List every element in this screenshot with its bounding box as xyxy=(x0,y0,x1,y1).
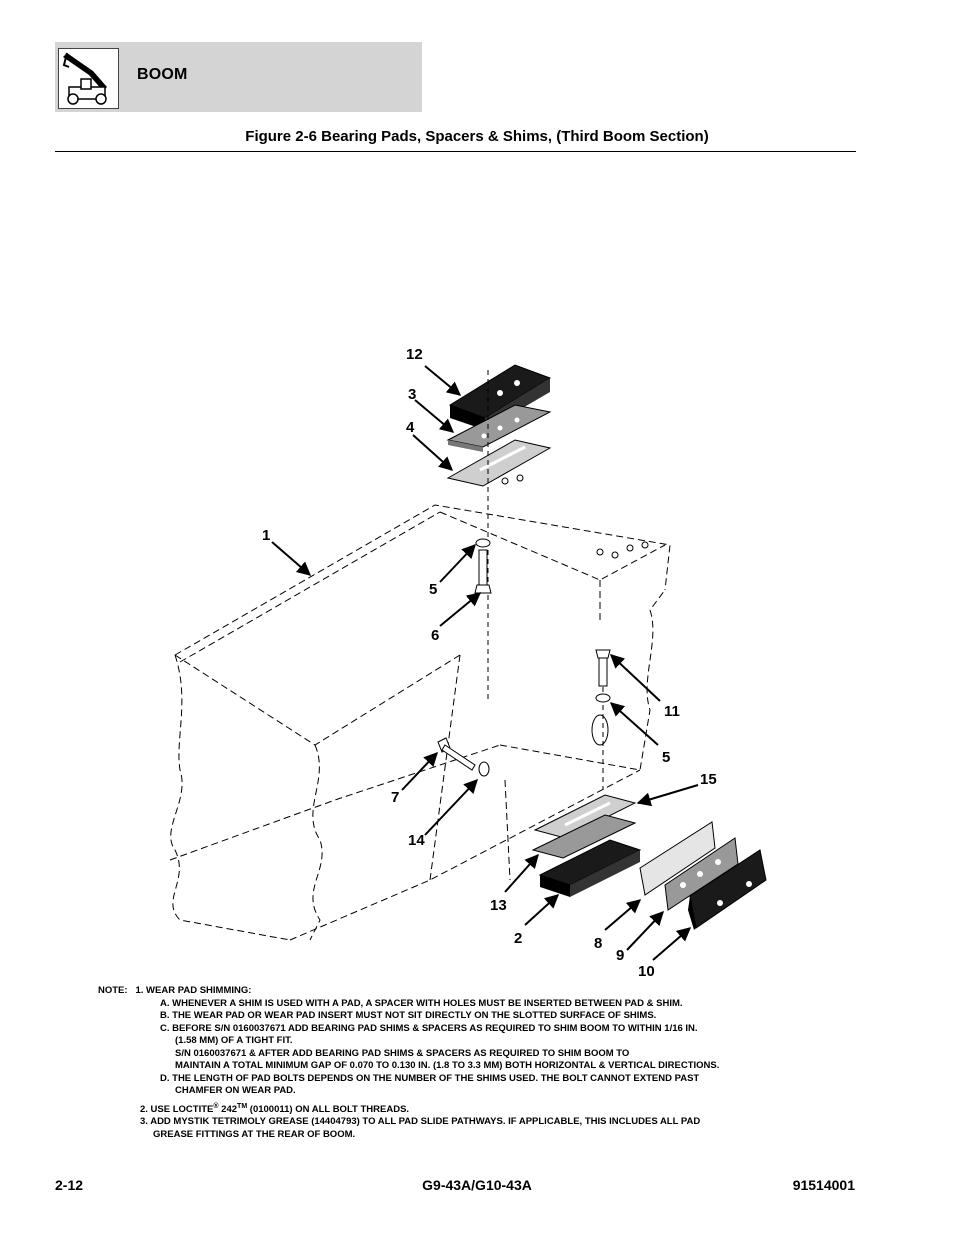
callout-5b: 5 xyxy=(662,749,670,766)
telehandler-icon xyxy=(58,48,119,109)
bolt-top xyxy=(474,538,492,594)
note-label: NOTE: xyxy=(98,985,128,996)
notes-block: NOTE: 1. WEAR PAD SHIMMING: A. WHENEVER … xyxy=(98,985,719,1141)
wear-pad-bottom xyxy=(538,839,642,897)
shim-bottom xyxy=(533,794,637,839)
note-1b: B. THE WEAR PAD OR WEAR PAD INSERT MUST … xyxy=(160,1010,657,1021)
spacer-top xyxy=(446,404,552,452)
callout-3: 3 xyxy=(408,386,416,403)
title-rule xyxy=(55,151,856,152)
callout-14: 14 xyxy=(408,832,425,849)
callout-1: 1 xyxy=(262,527,270,544)
note-2: 2. USE LOCTITE® 242TM (0100011) ON ALL B… xyxy=(140,1102,410,1115)
bolt-side xyxy=(437,737,490,777)
callout-8: 8 xyxy=(594,935,602,952)
boom-outline xyxy=(169,504,671,941)
note-3-line2: GREASE FITTINGS AT THE REAR OF BOOM. xyxy=(153,1128,356,1140)
callout-7: 7 xyxy=(391,789,399,806)
model-number: G9-43A/G10-43A xyxy=(422,1177,532,1193)
note-1d-line2: CHAMFER ON WEAR PAD. xyxy=(175,1085,296,1096)
note-1c-line1: C. BEFORE S/N 0160037671 ADD BEARING PAD… xyxy=(160,1022,698,1034)
page-number: 2-12 xyxy=(55,1177,84,1193)
note-1c-line2: (1.58 MM) OF A TIGHT FIT. xyxy=(175,1035,293,1046)
wear-pad-side xyxy=(688,849,767,930)
bolt-right xyxy=(595,649,611,703)
note-3-line1: 3. ADD MYSTIK TETRIMOLY GREASE (14404793… xyxy=(140,1116,701,1128)
callout-10: 10 xyxy=(638,963,655,980)
exploded-view-diagram: 12 3 4 1 5 6 11 5 15 7 14 13 2 8 9 10 xyxy=(169,346,767,980)
callout-4: 4 xyxy=(406,419,415,436)
shim-side xyxy=(639,821,716,896)
figure-title: Figure 2-6 Bearing Pads, Spacers & Shims… xyxy=(245,128,709,145)
callout-9: 9 xyxy=(616,947,624,964)
section-title: BOOM xyxy=(137,66,188,83)
note-1d-line1: D. THE LENGTH OF PAD BOLTS DEPENDS ON TH… xyxy=(160,1072,700,1084)
leader-arrows xyxy=(271,365,699,961)
spacer-bottom xyxy=(531,814,637,859)
callout-5a: 5 xyxy=(429,581,437,598)
callout-12: 12 xyxy=(406,346,423,363)
callout-11: 11 xyxy=(664,703,680,720)
shim-top xyxy=(446,439,552,487)
boom-holes xyxy=(486,474,649,746)
callout-13: 13 xyxy=(490,897,507,914)
note-1a: A. WHENEVER A SHIM IS USED WITH A PAD, A… xyxy=(160,997,683,1009)
note-1: 1. WEAR PAD SHIMMING: xyxy=(135,985,252,996)
note-1c-line4: MAINTAIN A TOTAL MINIMUM GAP OF 0.070 TO… xyxy=(175,1060,720,1071)
document-number: 91514001 xyxy=(792,1177,855,1193)
note-1c-line3: S/N 0160037671 & AFTER ADD BEARING PAD S… xyxy=(175,1047,630,1059)
callout-6: 6 xyxy=(431,627,439,644)
callout-2: 2 xyxy=(514,930,522,947)
callout-15: 15 xyxy=(700,771,717,788)
